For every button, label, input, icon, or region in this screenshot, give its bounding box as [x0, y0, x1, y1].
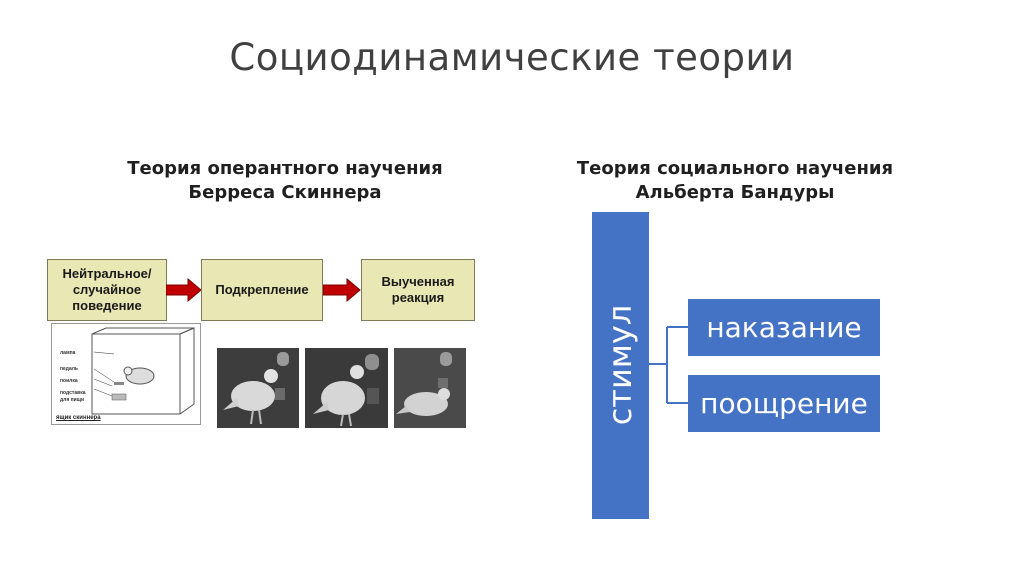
bandura-heading-line2: Альберта Бандуры	[635, 182, 835, 203]
stimulus-label: стимул	[601, 304, 639, 426]
skinner-box-drawing	[91, 327, 195, 415]
skinner-box-caption: ящик скиннера	[56, 415, 101, 421]
skinner-label-pedal: педаль	[60, 366, 79, 372]
bandura-theory-heading: Теория социального научения Альберта Бан…	[550, 157, 920, 205]
flow-step-text: Подкрепление	[215, 282, 309, 297]
flow-step-text: поведение	[72, 298, 142, 313]
flow-step-reinforcement: Подкрепление	[201, 259, 323, 321]
pigeon-photo	[305, 348, 388, 428]
pigeon-photo	[394, 348, 466, 428]
stimulus-bar	[592, 212, 649, 519]
connector-lines	[649, 326, 688, 404]
skinner-label-drinker: поилка	[60, 378, 78, 384]
flow-step-text: случайное	[72, 282, 142, 297]
skinner-label-food-tray-2: для пищи	[60, 397, 85, 403]
flow-step-text: Выученная	[381, 274, 455, 289]
skinner-label-food-tray: подставка	[60, 390, 86, 396]
outcome-punishment: наказание	[688, 299, 880, 356]
bandura-heading-line1: Теория социального научения	[576, 158, 894, 179]
pigeon-photo	[217, 348, 299, 428]
pigeon-image	[217, 348, 299, 428]
skinner-theory-heading: Теория оперантного научения Берреса Скин…	[100, 157, 470, 205]
flow-arrow-icon	[323, 278, 361, 302]
slide-title: Социодинамические теории	[229, 36, 795, 79]
skinner-heading-line2: Берреса Скиннера	[188, 182, 382, 203]
flow-step-learned-reaction: Выученная реакция	[361, 259, 475, 321]
outcome-reward: поощрение	[688, 375, 880, 432]
skinner-label-lamp: лампа	[60, 350, 76, 356]
skinner-box-illustration: лампа педаль поилка подставка для пищи я…	[51, 323, 201, 425]
pigeon-image	[394, 348, 466, 428]
flow-step-neutral-behavior: Нейтральное/ случайное поведение	[47, 259, 167, 321]
flow-step-text: реакция	[391, 290, 445, 305]
pigeon-image	[305, 348, 388, 428]
flow-arrow-icon	[166, 278, 202, 302]
flow-step-text: Нейтральное/	[62, 266, 152, 281]
skinner-heading-line1: Теория оперантного научения	[127, 158, 443, 179]
